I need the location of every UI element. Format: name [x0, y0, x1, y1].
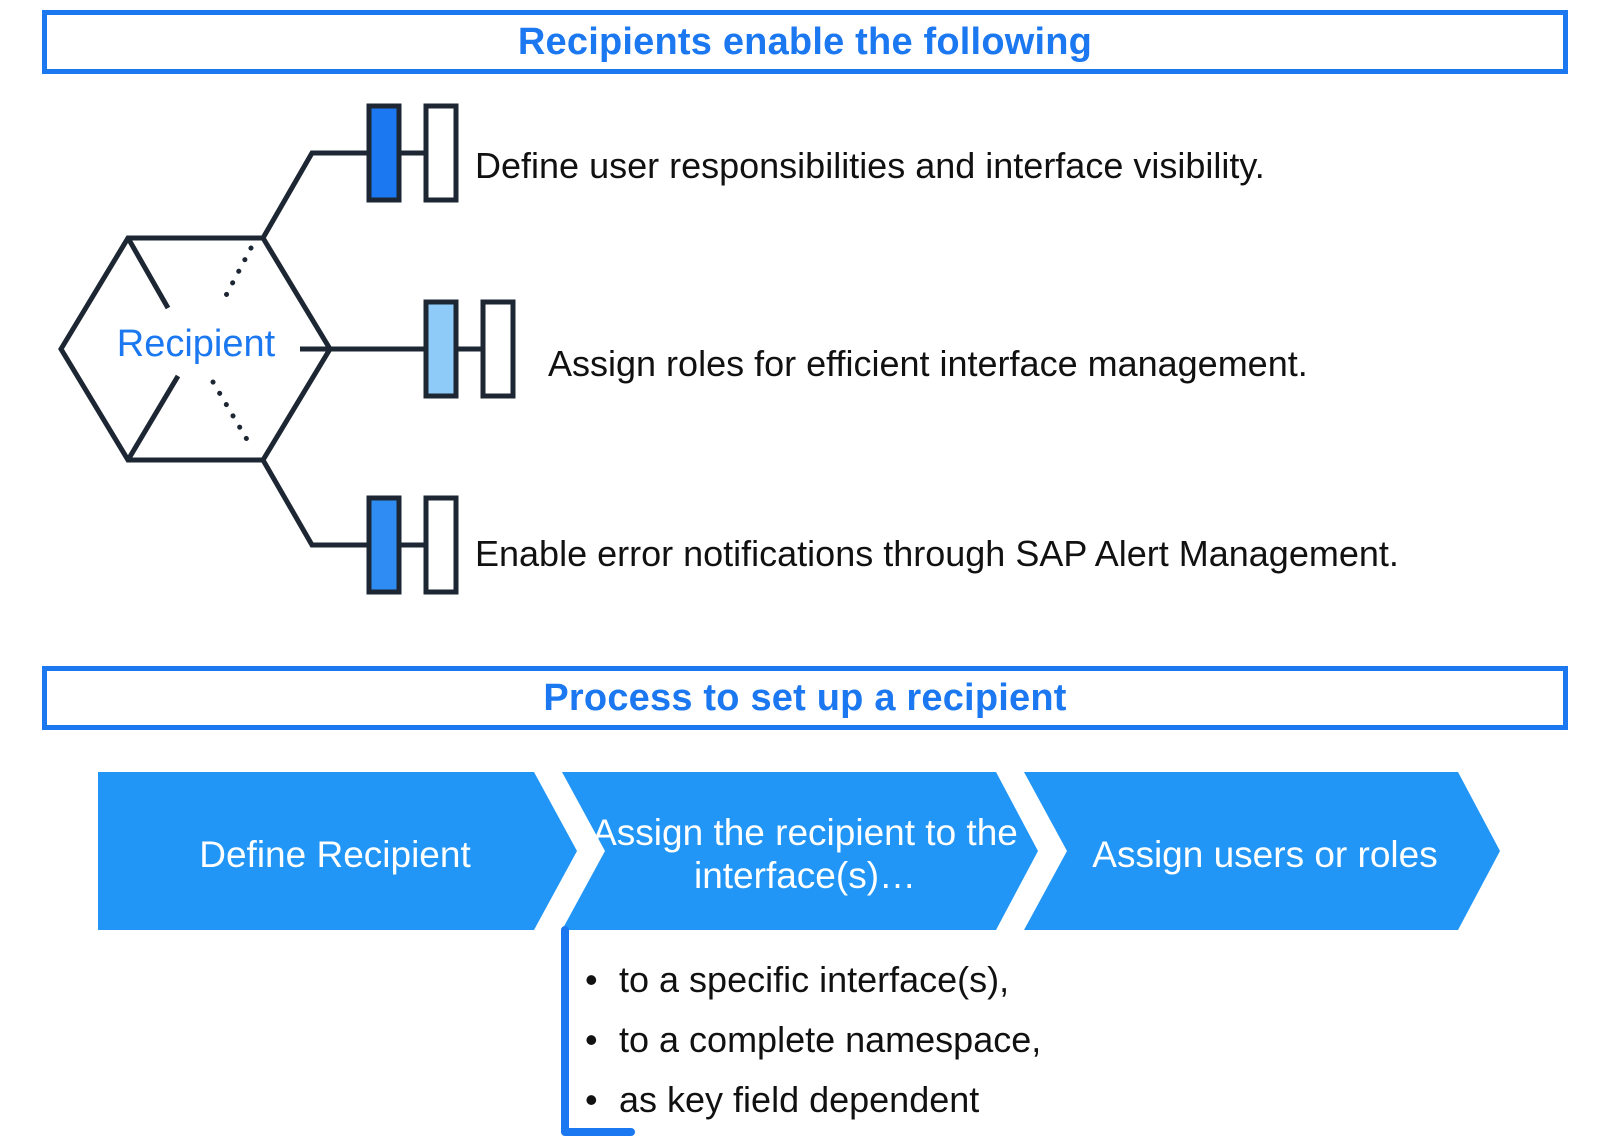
connector-top-empty-block	[423, 103, 459, 203]
list-item-text: to a specific interface(s),	[619, 959, 1010, 1000]
process-header: Process to set up a recipient	[42, 666, 1568, 730]
hex-spoke-bottom-left	[125, 374, 181, 462]
connector-bottom-empty-block	[423, 495, 459, 595]
benefit-item: Enable error notifications through SAP A…	[475, 533, 1399, 574]
benefit-item: Assign roles for efficient interface man…	[548, 343, 1308, 384]
process-step-label: Define Recipient	[199, 833, 471, 875]
process-step-label: Assign the recipient to the interface(s)…	[592, 812, 1018, 896]
recipient-label: Recipient	[116, 323, 276, 365]
benefit-item: Define user responsibilities and interfa…	[475, 145, 1265, 186]
sub-bullet-list: • to a specific interface(s), • to a compl…	[585, 950, 1041, 1130]
list-item-text: as key field dependent	[619, 1079, 980, 1120]
process-header-title: Process to set up a recipient	[543, 676, 1067, 719]
connector-bottom-filled-block	[366, 495, 402, 595]
chevron-step-1	[98, 772, 577, 930]
bullet-glyph: •	[585, 959, 598, 1000]
sub-list-bracket	[561, 926, 635, 1136]
list-item: • as key field dependent	[585, 1070, 1041, 1130]
chevron-step-2	[562, 772, 1038, 930]
bullet-glyph: •	[585, 1079, 598, 1120]
list-item: • to a complete namespace,	[585, 1010, 1041, 1070]
hex-dotted-spoke-bottom	[210, 379, 255, 451]
benefits-header: Recipients enable the following	[42, 10, 1568, 74]
list-item-text: to a complete namespace,	[619, 1019, 1042, 1060]
process-step-label: Assign users or roles	[1092, 833, 1438, 875]
connector-top-filled-block	[366, 103, 402, 203]
branch-line-top	[260, 150, 369, 240]
benefits-header-title: Recipients enable the following	[517, 20, 1093, 63]
hex-spoke-top-left	[125, 236, 171, 310]
connector-middle-filled-block	[423, 299, 459, 399]
hex-dotted-spoke-top	[219, 245, 254, 306]
bullet-glyph: •	[585, 1019, 598, 1060]
list-item: • to a specific interface(s),	[585, 950, 1041, 1010]
connector-middle-empty-block	[480, 299, 516, 399]
branch-line-bottom	[260, 458, 369, 548]
chevron-step-3	[1024, 772, 1500, 930]
